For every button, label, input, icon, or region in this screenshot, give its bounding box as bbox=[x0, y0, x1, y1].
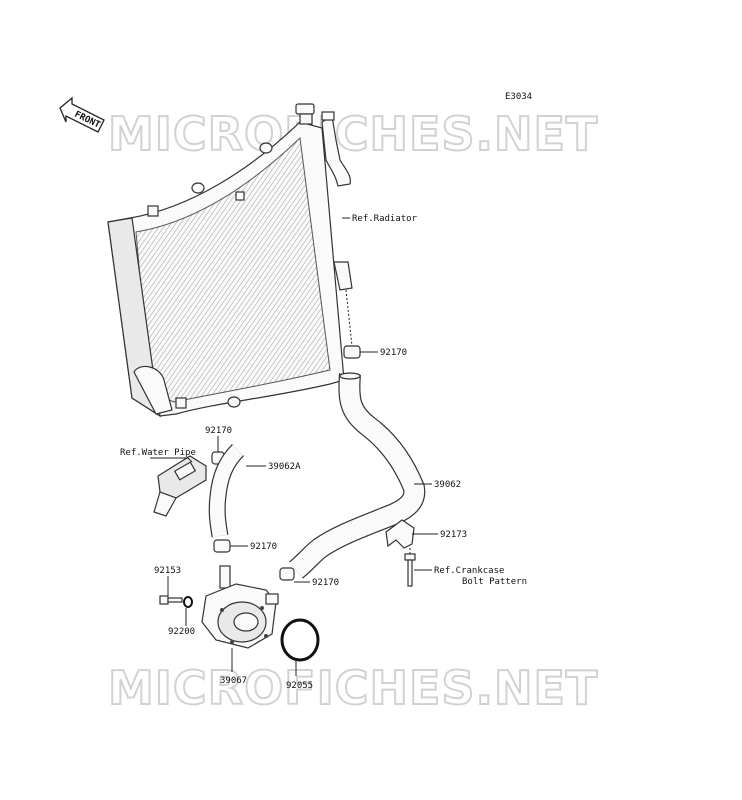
watermark-bottom: MICROFICHES.NET bbox=[108, 661, 598, 715]
label-39067: 39067 bbox=[220, 676, 247, 686]
water-pipe bbox=[153, 455, 207, 517]
o-ring-92055 bbox=[280, 618, 320, 662]
label-39062a: 39062A bbox=[268, 462, 301, 472]
label-92170-c: 92170 bbox=[250, 542, 277, 552]
label-92055: 92055 bbox=[286, 681, 313, 691]
clamp-92170-lower bbox=[213, 539, 231, 553]
label-92173: 92173 bbox=[440, 530, 467, 540]
hose-39062 bbox=[288, 372, 426, 579]
label-ref-radiator: Ref.Radiator bbox=[352, 214, 418, 224]
label-ref-water-pipe: Ref.Water Pipe bbox=[120, 448, 196, 458]
label-92170-b: 92170 bbox=[205, 426, 232, 436]
washer-92200 bbox=[183, 596, 193, 608]
label-92170-d: 92170 bbox=[312, 578, 339, 588]
watermark-top: MICROFICHES.NET bbox=[108, 107, 598, 161]
bolt-92153 bbox=[159, 595, 183, 605]
label-ref-crankcase-1: Ref.Crankcase bbox=[434, 566, 504, 576]
label-39062: 39062 bbox=[434, 480, 461, 490]
hose-39062a bbox=[208, 443, 245, 538]
front-arrow-icon: FRONT bbox=[59, 96, 105, 133]
label-92170-a: 92170 bbox=[380, 348, 407, 358]
label-92153: 92153 bbox=[154, 566, 181, 576]
label-ref-crankcase-2: Bolt Pattern bbox=[462, 577, 527, 587]
clamp-92170-right bbox=[279, 567, 295, 581]
label-92200: 92200 bbox=[168, 627, 195, 637]
bracket-92173 bbox=[385, 519, 415, 549]
oil-cooler bbox=[201, 565, 279, 649]
bolt-crankcase bbox=[404, 548, 416, 587]
radiator bbox=[107, 103, 353, 418]
clamp-92170-top bbox=[343, 345, 361, 359]
diagram-code: E3034 bbox=[505, 92, 532, 102]
